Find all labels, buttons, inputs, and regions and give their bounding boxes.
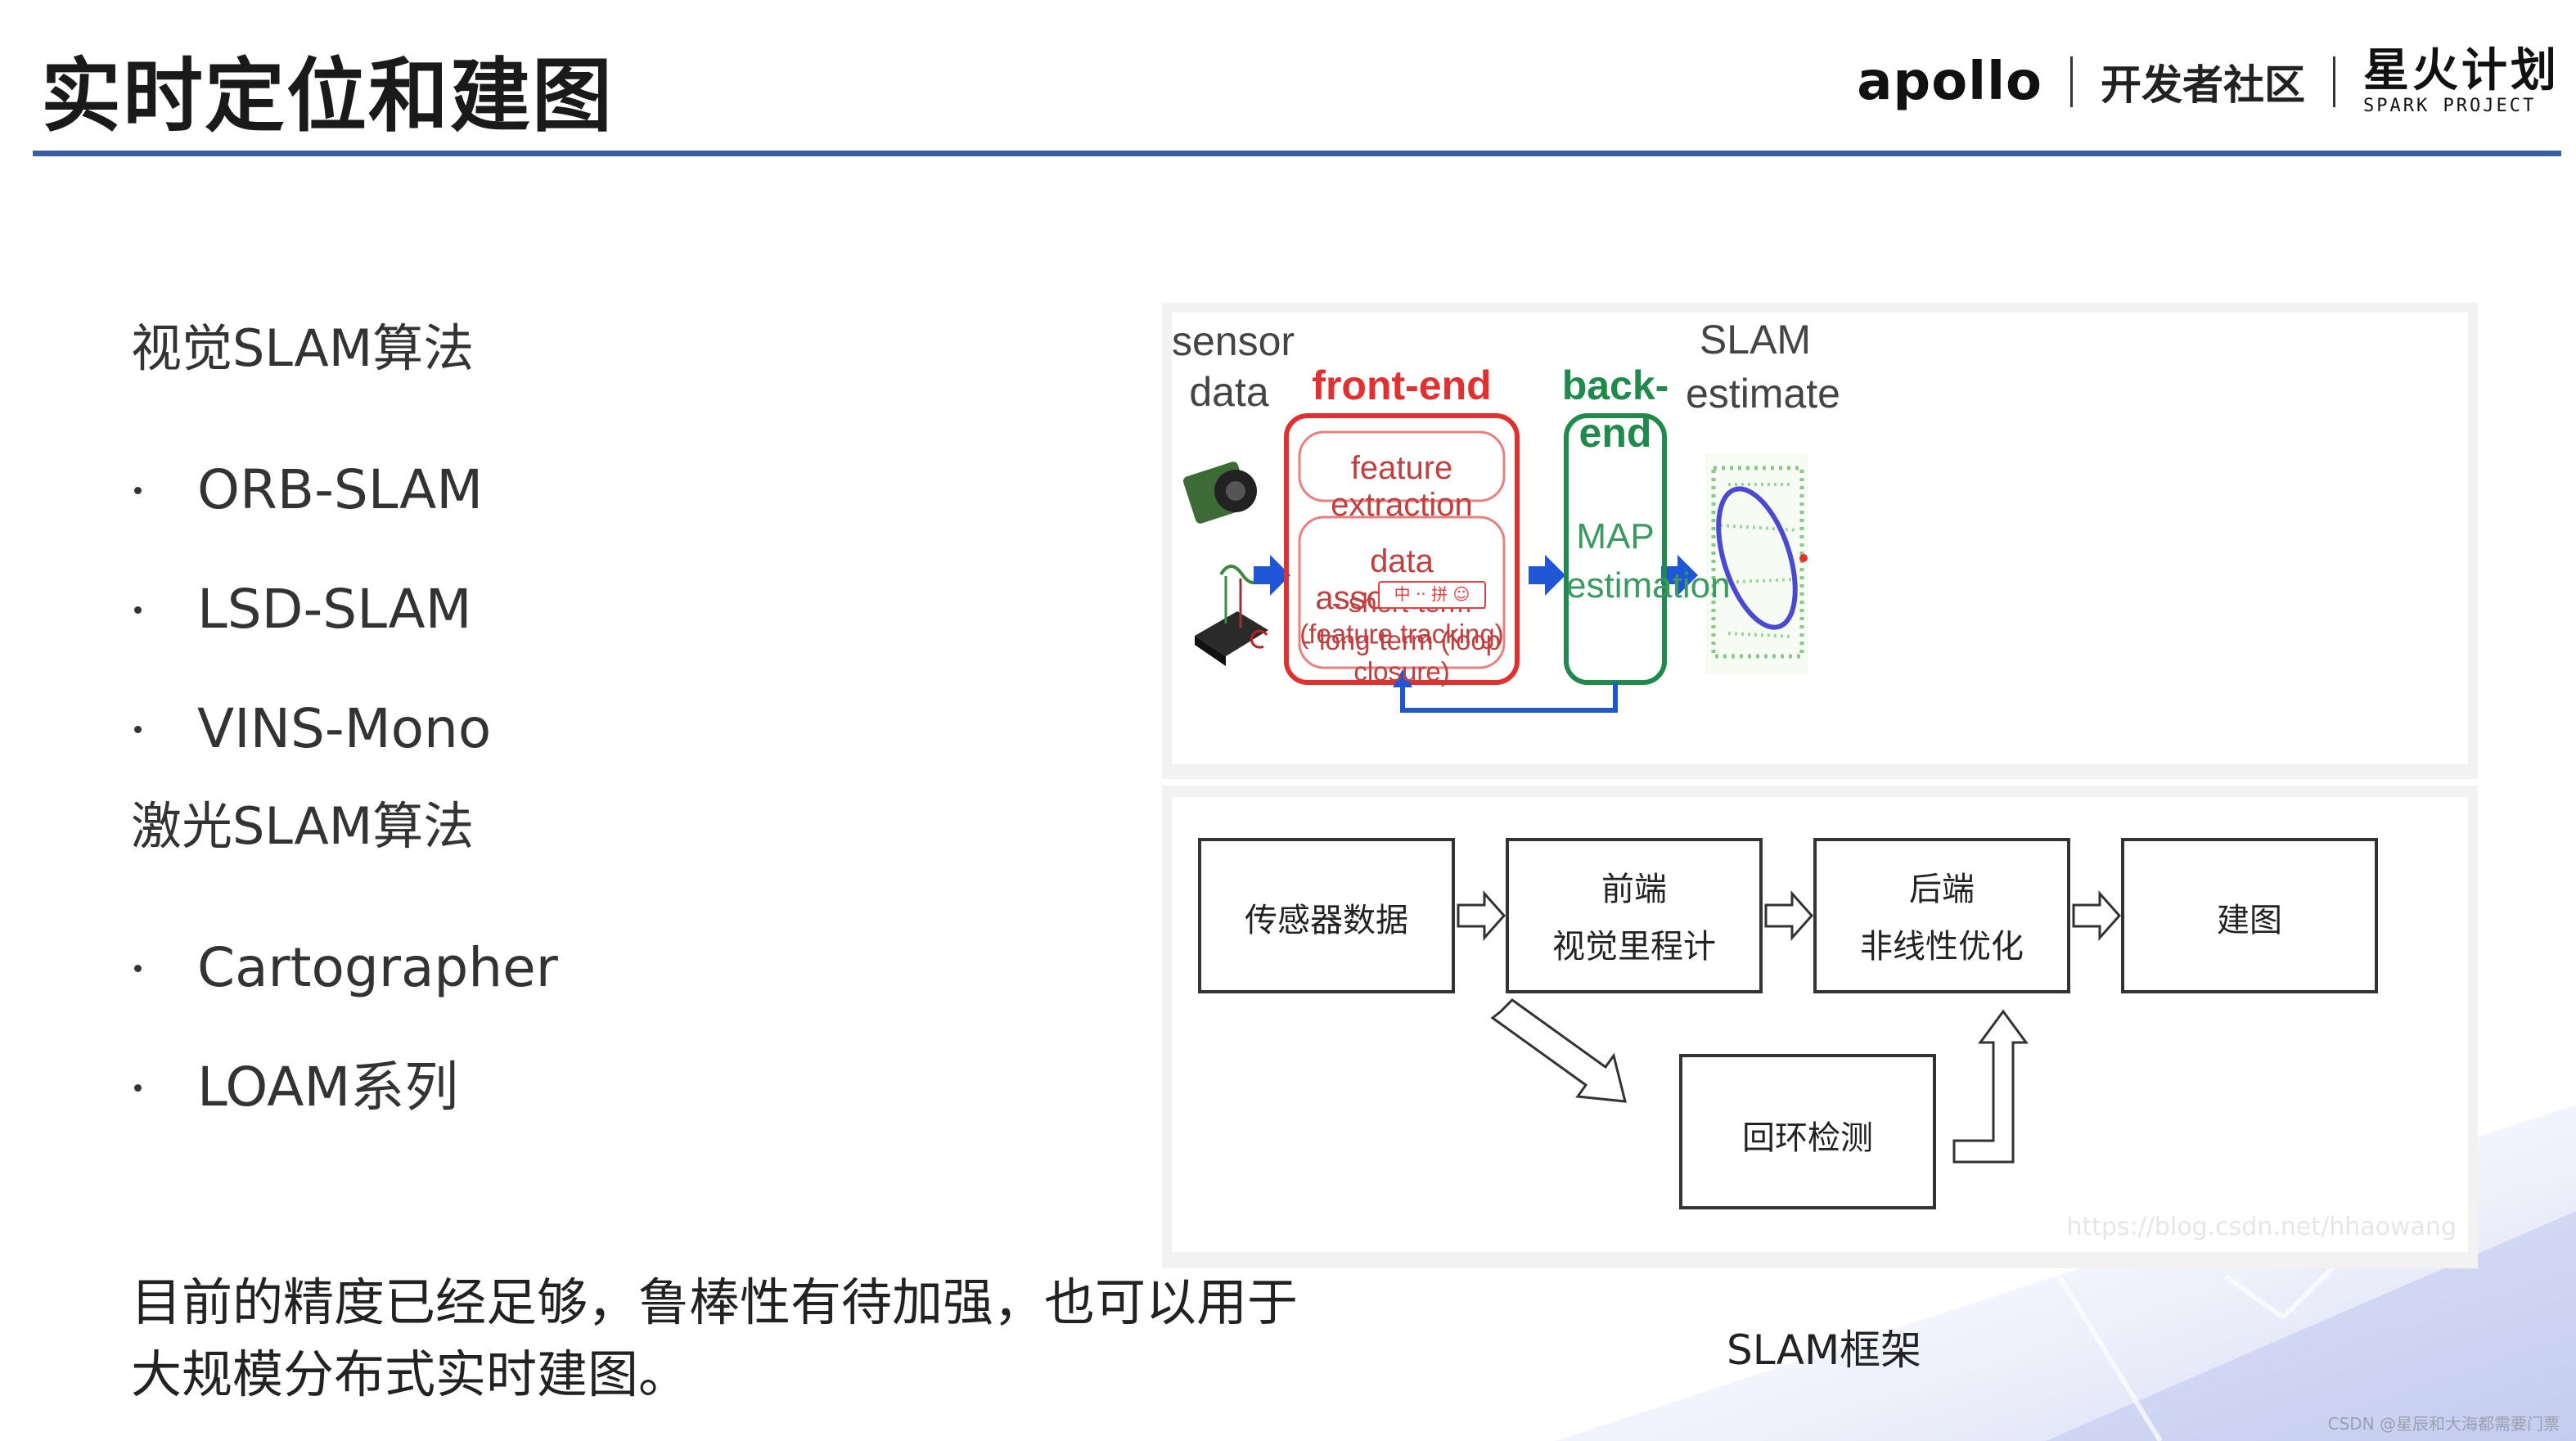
backend-title: back-end: [1561, 363, 1669, 456]
backend-label-line: 后端: [1909, 871, 1975, 908]
sensor-box: [1198, 838, 1455, 993]
backend-box-label: 后端 非线性优化: [1815, 861, 2069, 975]
list-item: Cartographer: [131, 908, 558, 1028]
ime-toolbar-overlay[interactable]: 中 ·· 拼 ☺: [1378, 581, 1486, 609]
mapping-box: [2121, 838, 2378, 993]
algorithm-list: 视觉SLAM算法 ORB-SLAM LSD-SLAM VINS-Mono 激光S…: [131, 311, 558, 1147]
hollow-arrow-icon: [1490, 998, 1627, 1103]
list-item: VINS-Mono: [131, 669, 558, 789]
sensor-label-line: data: [1189, 369, 1269, 415]
summary-line: 大规模分布式实时建图。: [131, 1344, 690, 1404]
figure-watermark: https://blog.csdn.net/hhaowang: [2066, 1213, 2457, 1241]
long-term-label: - long-term (loop closure): [1302, 625, 1502, 687]
page-title: 实时定位和建图: [41, 50, 615, 143]
map-label-line: estimation: [1566, 565, 1731, 606]
frontend-title: front-end: [1312, 363, 1492, 408]
logo-divider: [2333, 56, 2335, 107]
map-label-line: MAP: [1576, 516, 1655, 556]
sensor-box-label: 传感器数据: [1245, 902, 1408, 939]
spark-logo-en: SPARK PROJECT: [2363, 96, 2537, 116]
backend-box: [1813, 838, 2070, 993]
slam-estimate-label: SLAM estimate: [1686, 313, 1840, 421]
list-item-label: LSD-SLAM: [197, 578, 472, 641]
frontend-box-label: 前端 视觉里程计: [1507, 861, 1761, 975]
bullet-icon: [134, 486, 142, 494]
summary-line: 目前的精度已经足够，鲁棒性有待加强，也可以用于: [131, 1272, 1299, 1332]
list-item-label: Cartographer: [197, 936, 558, 999]
data-association-box: [1298, 516, 1506, 669]
title-underline: [33, 151, 2561, 156]
feature-extraction-label: feature extraction: [1331, 450, 1473, 523]
backend-label-line: 非线性优化: [1860, 928, 2024, 966]
estimate-label-line: SLAM: [1699, 317, 1812, 363]
sensor-data-label: sensor data: [1172, 316, 1295, 417]
spark-project-logo: 星火计划 SPARK PROJECT: [2363, 48, 2560, 115]
hollow-arrow-icon: [2072, 890, 2122, 941]
bullet-icon: [134, 606, 142, 614]
csdn-watermark: CSDN @星辰和大海都需要门票: [2327, 1414, 2560, 1434]
feedback-arrowhead-icon: [1393, 669, 1412, 687]
hollow-arrow-icon: [1764, 890, 1814, 941]
frontend-box: [1506, 838, 1763, 993]
slam-framework-figure: 传感器数据 前端 视觉里程计 后端 非线性优化 建图 回环检测 https://…: [1162, 786, 2478, 1268]
bullet-icon: [134, 964, 142, 972]
list-item: ORB-SLAM: [131, 430, 558, 550]
visual-slam-heading: 视觉SLAM算法: [131, 318, 475, 378]
loop-detection-label: 回环检测: [1742, 1119, 1873, 1157]
mapping-box-label: 建图: [2217, 902, 2282, 939]
framework-drawing: [1198, 838, 2378, 1209]
logo-divider: [2070, 56, 2073, 107]
hollow-arrow-icon: [1952, 1009, 2029, 1164]
pipeline-drawing: [1183, 413, 1808, 713]
figure-canvas: 传感器数据 前端 视觉里程计 后端 非线性优化 建图 回环检测 https://…: [1172, 797, 2468, 1252]
figure-canvas: sensor data front-end feature extraction…: [1172, 313, 2468, 764]
laser-slam-heading: 激光SLAM算法: [131, 796, 475, 856]
flow-arrow-icon: [1529, 555, 1565, 596]
figure-caption: SLAM框架: [1727, 1326, 1922, 1374]
summary-text: 目前的精度已经足够，鲁棒性有待加强，也可以用于 大规模分布式实时建图。: [131, 1267, 1407, 1411]
feedback-loop-line: [1400, 682, 1618, 713]
map-estimation-label: MAP estimation: [1566, 512, 1731, 610]
slam-pipeline-figure: sensor data front-end feature extraction…: [1162, 303, 2478, 779]
list-item-label: LOAM系列: [197, 1056, 459, 1119]
list-item: LOAM系列: [131, 1028, 558, 1147]
feature-extraction-box: [1298, 430, 1506, 502]
frontend-label-line: 前端: [1601, 871, 1667, 908]
list-item-label: VINS-Mono: [197, 697, 492, 760]
spark-logo-cn: 星火计划: [2363, 44, 2560, 97]
bullet-icon: [134, 1083, 142, 1092]
estimate-label-line: estimate: [1686, 371, 1840, 417]
list-item: LSD-SLAM: [131, 550, 558, 669]
bullet-icon: [134, 725, 142, 733]
header-logos: apollo 开发者社区 星火计划 SPARK PROJECT: [1857, 48, 2560, 115]
hollow-arrow-icon: [1457, 890, 1506, 941]
sensor-label-line: sensor: [1172, 318, 1295, 364]
camera-icon: [1183, 462, 1257, 524]
loop-detection-box: [1679, 1054, 1936, 1209]
apollo-logo: apollo: [1857, 52, 2042, 112]
list-item-label: ORB-SLAM: [197, 458, 484, 521]
community-logo-text: 开发者社区: [2101, 61, 2305, 109]
flow-arrow-icon: [1254, 555, 1290, 596]
frontend-label-line: 视觉里程计: [1552, 928, 1716, 966]
slam-map-icon: [1705, 453, 1808, 674]
